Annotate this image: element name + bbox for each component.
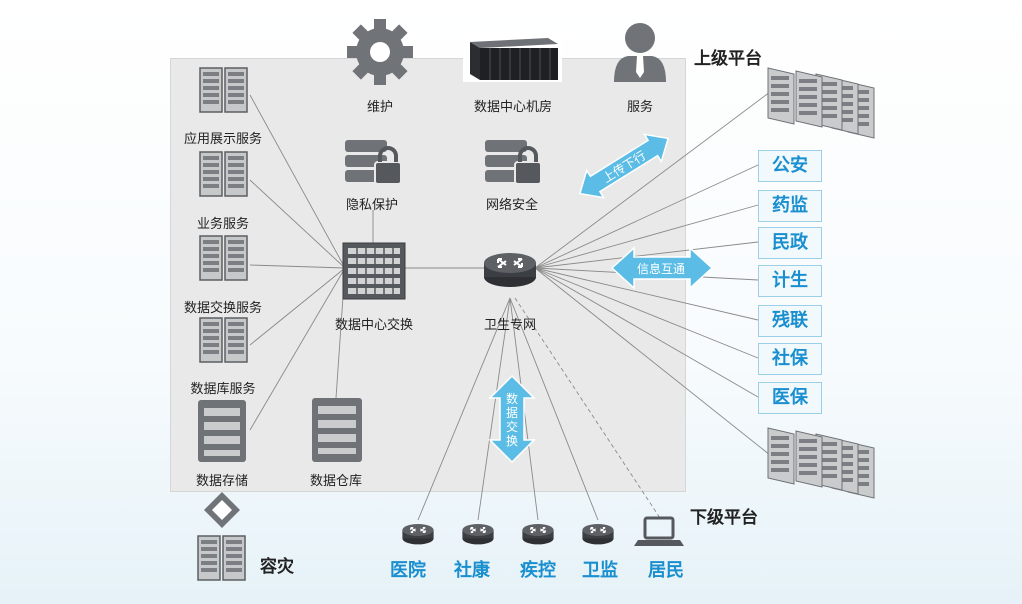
business-server-icon xyxy=(200,152,247,196)
data-storage-icon xyxy=(198,400,246,462)
agency-medical-insurance: 医保 xyxy=(758,382,822,414)
dc-switch-label: 数据中心交换 xyxy=(334,318,414,333)
app-display-label: 应用展示服务 xyxy=(183,132,263,147)
data-storage-label: 数据存储 xyxy=(195,474,249,489)
disease-control-router-icon xyxy=(521,523,555,546)
data-warehouse-icon xyxy=(312,398,362,462)
data-exchange-label: 数据交换 xyxy=(505,392,518,448)
agency-public-security: 公安 xyxy=(758,150,822,182)
data-warehouse-label: 数据仓库 xyxy=(309,474,363,489)
bottom-node-health-supervision: 卫监 xyxy=(582,560,618,581)
privacy-lock-icon xyxy=(343,138,403,186)
gear-icon xyxy=(347,19,413,85)
health-supervision-router-icon xyxy=(581,523,615,546)
disaster-recovery-title: 容灾 xyxy=(260,557,294,577)
info-exchange-label: 信息互通 xyxy=(637,262,686,276)
disaster-recovery-server-icon xyxy=(198,536,245,580)
privacy-label: 隐私保护 xyxy=(345,198,399,213)
network-security-lock-icon xyxy=(483,138,543,186)
agency-disabled-federation: 残联 xyxy=(758,305,822,337)
laptop-icon xyxy=(634,516,684,546)
bottom-node-community-health: 社康 xyxy=(454,560,490,581)
datacenter-room-icon xyxy=(463,34,562,82)
health-network-router-icon xyxy=(483,252,537,288)
business-label: 业务服务 xyxy=(196,217,250,232)
bottom-node-residents: 居民 xyxy=(648,560,684,581)
lower-platform-racks-icon xyxy=(767,427,875,499)
dc-switch-icon xyxy=(342,242,406,300)
lower-platform-title: 下级平台 xyxy=(690,508,758,528)
data-exchange-server-icon xyxy=(200,236,247,280)
health-network-label: 卫生专网 xyxy=(483,318,537,333)
data-exchange-service-label: 数据交换服务 xyxy=(183,301,263,316)
data-exchange-arrow xyxy=(488,374,536,464)
agency-social-security: 社保 xyxy=(758,343,822,375)
agency-drug-supervision: 药监 xyxy=(758,190,822,222)
disaster-recovery-arrow-icon xyxy=(204,492,240,528)
network-security-label: 网络安全 xyxy=(485,198,539,213)
datacenter-room-label: 数据中心机房 xyxy=(473,100,553,115)
community-health-router-icon xyxy=(461,523,495,546)
hospital-router-icon xyxy=(401,523,435,546)
database-server-icon xyxy=(200,318,247,362)
bottom-node-disease-control: 疾控 xyxy=(520,560,556,581)
maintain-label: 维护 xyxy=(366,100,394,115)
info-exchange-arrow xyxy=(610,246,714,290)
upper-platform-title: 上级平台 xyxy=(694,49,762,69)
upload-download-arrow xyxy=(578,133,670,199)
agency-family-planning: 计生 xyxy=(758,265,822,297)
database-service-label: 数据库服务 xyxy=(190,382,256,397)
service-label: 服务 xyxy=(626,100,654,115)
app-display-server-icon xyxy=(200,68,247,112)
service-person-icon xyxy=(614,23,666,82)
bottom-node-hospital: 医院 xyxy=(390,560,426,581)
agency-civil-affairs: 民政 xyxy=(758,227,822,259)
upper-platform-racks-icon xyxy=(767,67,875,139)
